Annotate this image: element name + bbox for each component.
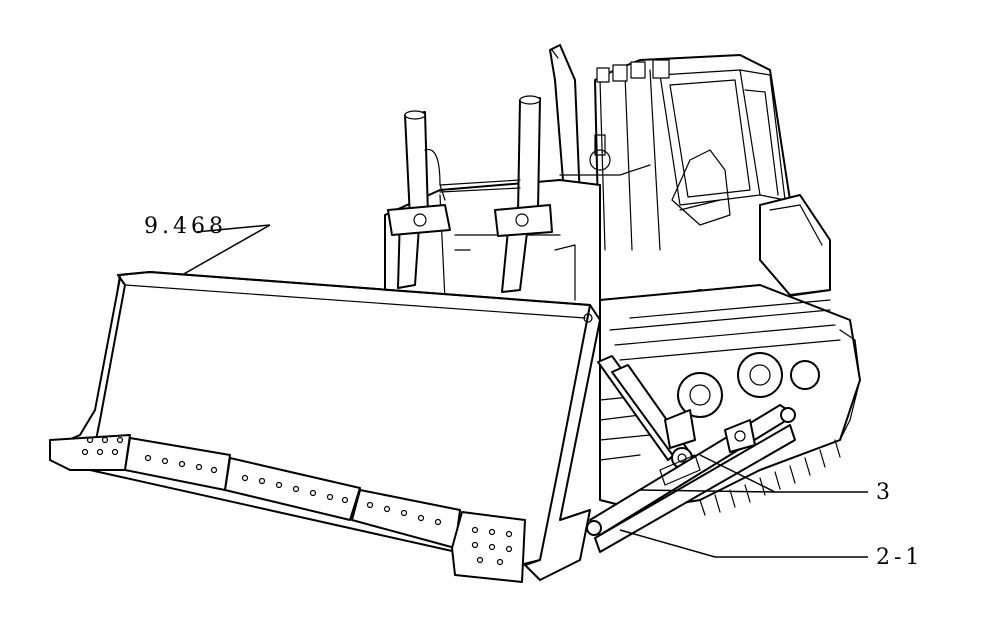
leader-lines xyxy=(181,224,868,558)
push-arm xyxy=(586,404,796,553)
lift-cylinder-left xyxy=(387,110,451,289)
callout-rod-part-number: 3 xyxy=(876,480,894,505)
operator-cab xyxy=(594,54,831,301)
dozer-blade xyxy=(49,271,601,583)
callout-arm-part-number: 2-1 xyxy=(876,545,924,570)
callout-blade-part-number: 9.468 xyxy=(144,214,227,239)
leader-arm xyxy=(619,529,868,558)
lift-cylinder-right xyxy=(439,95,553,293)
leader-blade-underline xyxy=(195,224,271,233)
tilt-cylinder xyxy=(597,355,696,469)
leader-blade xyxy=(181,224,271,276)
leader-rod-2 xyxy=(639,489,776,493)
